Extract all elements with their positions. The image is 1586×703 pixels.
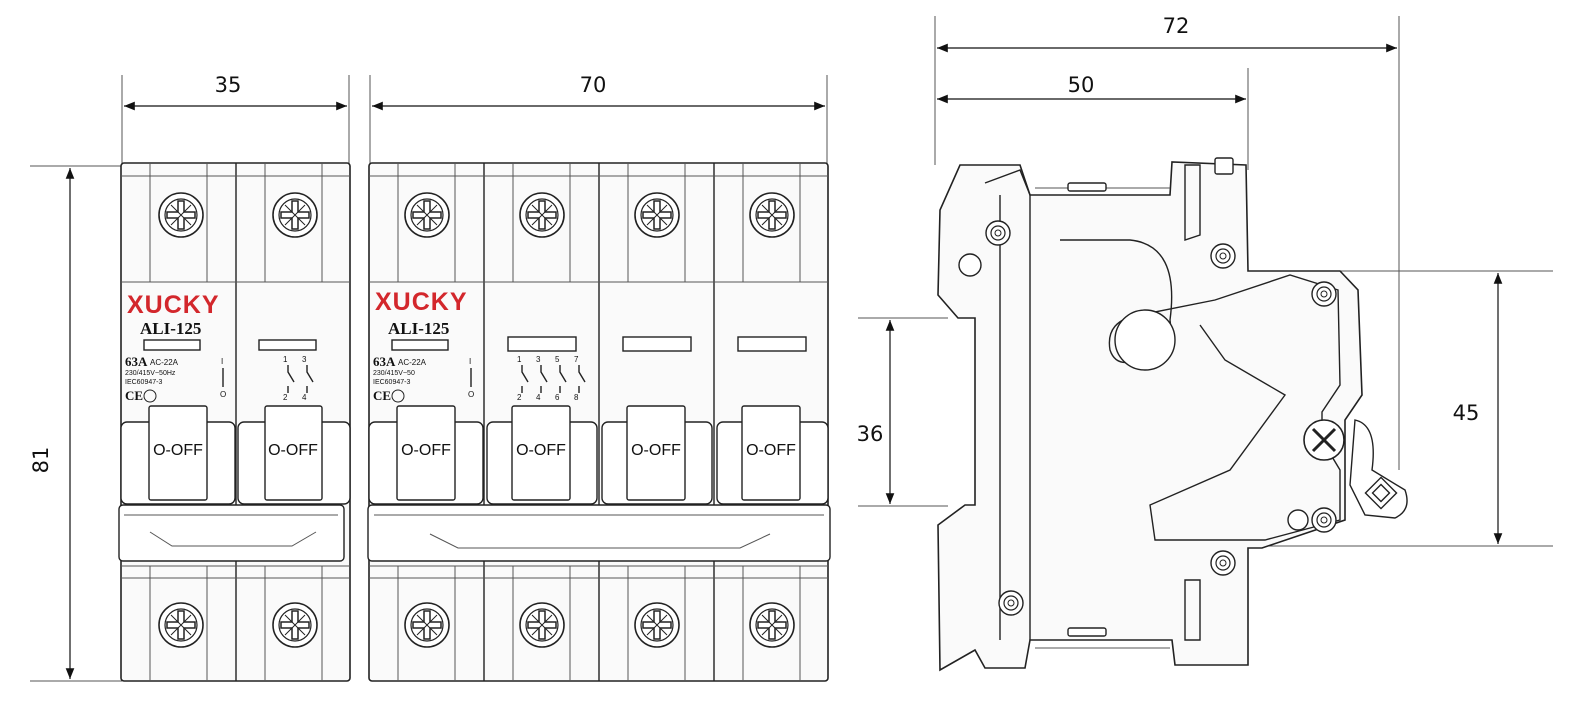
rivet-icon [1311,507,1337,533]
terminal-bottom-2: 2 [283,393,288,402]
terminal-screw-icon[interactable] [158,602,204,648]
terminal-top-1: 1 [283,355,288,364]
toggle-label: O-OFF [268,442,318,459]
terminal-screw-icon[interactable] [158,192,204,238]
ce-mark: CE [373,388,391,403]
voltage-label: 230/415V~50Hz [125,370,176,377]
breaker-2pole: XUCKY ALI-125 63A AC-22A 230/415V~50Hz I… [118,162,351,682]
terminal-screw-icon[interactable] [404,602,450,648]
side-toggle-lever[interactable] [1349,419,1408,519]
dimension-rail: 36 [857,317,948,507]
toggle-label: O-OFF [401,442,451,459]
rivet-icon [1210,550,1236,576]
breaker-side-view [937,157,1408,672]
dimension-width-4pole: 70 [369,73,828,165]
standard-label: IEC60947-3 [373,379,410,386]
ce-mark: CE [125,388,143,403]
pole-mark-on: I [469,357,471,366]
terminal-top-5: 5 [555,355,560,364]
toggle-label: O-OFF [516,442,566,459]
toggle-label: O-OFF [153,442,203,459]
category-label: AC-22A [398,358,427,367]
terminal-top-7: 7 [574,355,579,364]
terminal-screw-icon[interactable] [749,602,795,648]
dimension-label-81: 81 [29,447,53,474]
terminal-bottom-6: 6 [555,393,560,402]
model-label: ALI-125 [140,319,201,338]
terminal-top-3: 3 [302,355,307,364]
model-label: ALI-125 [388,319,449,338]
standard-label: IEC60947-3 [125,379,162,386]
cross-screw-icon [1303,419,1345,461]
dimension-label-35: 35 [215,73,242,97]
terminal-screw-icon[interactable] [272,602,318,648]
rating-label: 63A [125,354,148,369]
terminal-screw-icon[interactable] [749,192,795,238]
terminal-screw-icon[interactable] [634,602,680,648]
terminal-top-3: 3 [536,355,541,364]
pole-mark-on: I [221,357,223,366]
category-label: AC-22A [150,358,179,367]
dimension-height: 81 [29,165,122,682]
voltage-label: 230/415V~50 [373,370,415,377]
terminal-bottom-2: 2 [517,393,522,402]
terminal-screw-icon[interactable] [519,602,565,648]
terminal-screw-icon[interactable] [404,192,450,238]
terminal-screw-icon[interactable] [272,192,318,238]
dimension-label-45: 45 [1453,401,1480,425]
toggle-handle-bar[interactable] [367,504,831,562]
terminal-bottom-4: 4 [302,393,307,402]
terminal-bottom-4: 4 [536,393,541,402]
terminal-screw-icon[interactable] [634,192,680,238]
rivet-icon [1210,243,1236,269]
pole-mark-off: O [220,390,226,399]
rivet-icon [1311,281,1337,307]
rating-label: 63A [373,354,396,369]
pole-mark-off: O [468,390,474,399]
terminal-top-1: 1 [517,355,522,364]
dimension-width-2pole: 35 [121,73,350,165]
terminal-screw-icon[interactable] [519,192,565,238]
toggle-label: O-OFF [631,442,681,459]
dimension-depth-front: 50 [937,68,1249,170]
rivet-icon [998,590,1024,616]
brand-logo: XUCKY [375,288,468,316]
dimension-label-72: 72 [1163,14,1190,38]
dimension-label-36: 36 [857,422,884,446]
breaker-4pole: XUCKY ALI-125 63A AC-22A 230/415V~50 IEC… [367,162,831,682]
dimension-label-70: 70 [580,73,607,97]
dimension-label-50: 50 [1068,73,1095,97]
rivet-icon [985,220,1011,246]
toggle-label: O-OFF [746,442,796,459]
dimension-depth-total: 72 [934,14,1400,470]
toggle-handle-bar[interactable] [118,504,345,562]
brand-logo: XUCKY [127,291,220,319]
terminal-bottom-8: 8 [574,393,579,402]
